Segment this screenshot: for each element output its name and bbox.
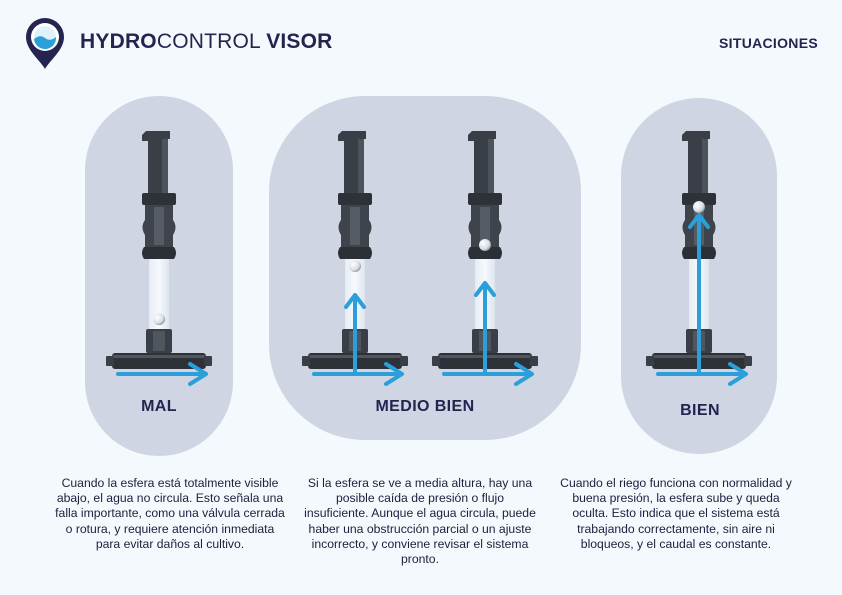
section-title: SITUACIONES [719,35,818,51]
flow-sensor-bien [646,131,752,386]
situation-label-medio-bien: MEDIO BIEN [375,398,475,415]
brand-part-control: CONTROL [156,30,261,53]
flow-sensor-medio-bien-2 [432,131,538,386]
description-mal: Cuando la esfera está totalmente visible… [55,476,285,551]
indicator-ball [349,260,361,272]
indicator-ball [479,239,491,251]
description-bien: Cuando el riego funciona con normalidad … [560,476,792,551]
brand-part-visor: VISOR [266,30,333,53]
situation-label-mal: MAL [141,398,177,415]
flow-arrow-horizontal-icon [656,362,748,386]
flow-arrow-horizontal-icon [442,362,534,386]
flow-arrow-horizontal-icon [116,362,208,386]
brand-part-hydro: HYDRO [80,30,157,53]
flow-arrow-horizontal-icon [312,362,404,386]
situation-label-bien: BIEN [680,402,720,419]
water-drop-logo-icon [26,18,64,69]
panel-medio-bien [269,96,581,440]
indicator-ball [153,313,165,326]
brand-title: HYDROCONTROL VISOR [80,30,333,54]
description-medio-bien: Si la esfera se ve a media altura, hay u… [304,476,536,567]
flow-sensor-mal [106,131,212,386]
flow-sensor-medio-bien-1 [302,131,408,386]
indicator-ball [693,201,705,213]
